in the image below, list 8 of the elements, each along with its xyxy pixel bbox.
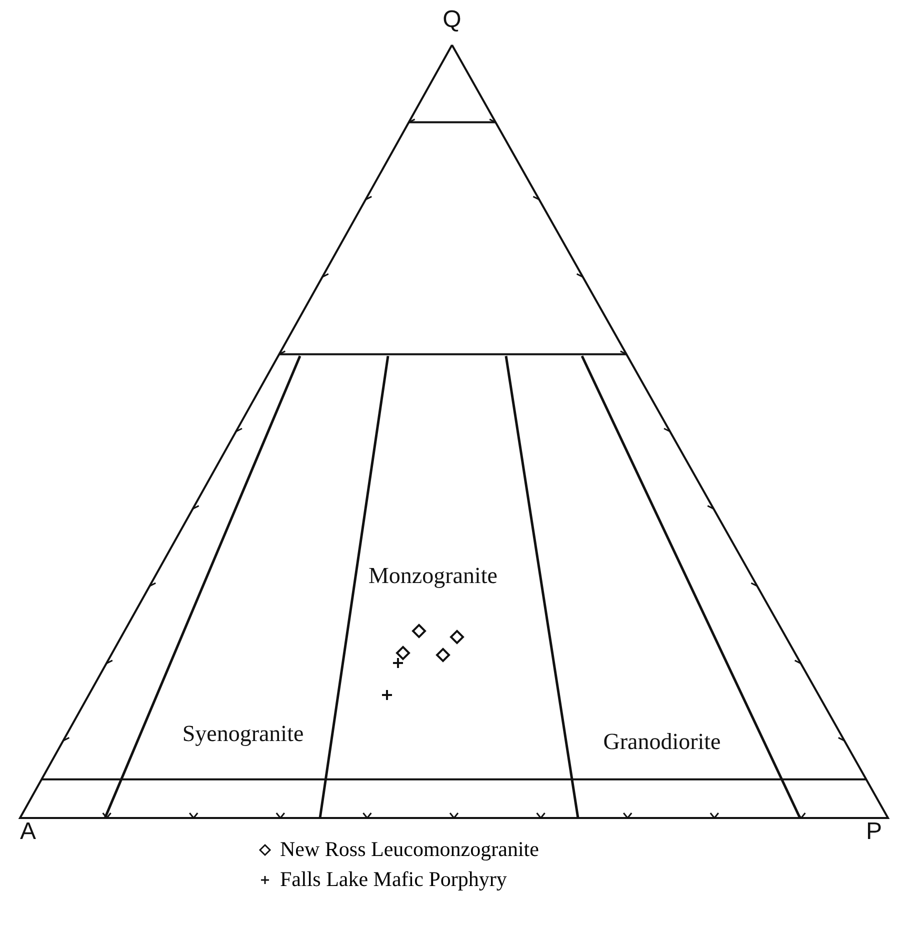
field-label: Syenogranite bbox=[182, 722, 304, 744]
field-label: Granodiorite bbox=[603, 730, 721, 752]
vertex-label: P bbox=[866, 820, 882, 844]
vertex-label: Q bbox=[442, 8, 462, 32]
vertex-label: A bbox=[20, 820, 36, 844]
field-label: Monzogranite bbox=[368, 564, 498, 586]
legend-text: New Ross Leucomonzogranite bbox=[280, 839, 539, 860]
legend-text: Falls Lake Mafic Porphyry bbox=[280, 869, 507, 890]
